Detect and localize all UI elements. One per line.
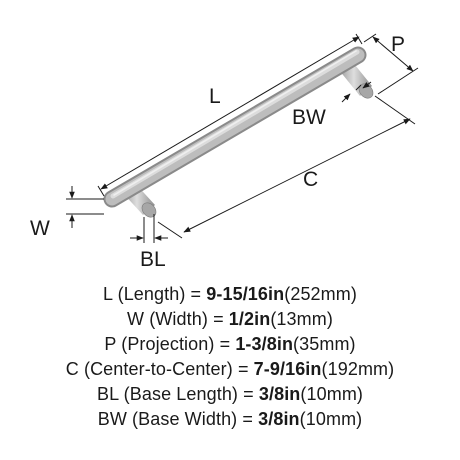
spec-equals: =	[190, 284, 202, 304]
length-label: L	[209, 85, 221, 108]
spec-imperial: 1/2in	[228, 309, 271, 329]
center-to-center-dimension	[157, 95, 416, 239]
spec-equals: =	[243, 384, 254, 404]
spec-equals: =	[237, 359, 249, 379]
base-width-label: BW	[292, 106, 326, 129]
spec-center-to-center: C (Center-to-Center) = 7-9/16in(192mm)	[0, 357, 460, 382]
spec-abbr: BL	[96, 384, 119, 404]
spec-base-length: BL (Base Length) = 3/8in(10mm)	[0, 382, 460, 407]
spec-projection: P (Projection) = 1-3/8in(35mm)	[0, 332, 460, 357]
spec-imperial: 7-9/16in	[253, 359, 322, 379]
spec-metric: (35mm)	[293, 334, 356, 354]
center-to-center-label: C	[303, 168, 318, 191]
spec-name: (Projection)	[121, 334, 215, 354]
spec-length: L (Length) = 9-15/16in(252mm)	[0, 282, 460, 307]
spec-width: W (Width) = 1/2in(13mm)	[0, 307, 460, 332]
spec-name: (Center-to-Center)	[83, 359, 233, 379]
spec-equals: =	[213, 309, 224, 329]
spec-imperial: 1-3/8in	[235, 334, 294, 354]
spec-metric: (10mm)	[300, 384, 364, 404]
spec-abbr: BW	[97, 409, 127, 429]
spec-abbr: W	[127, 309, 145, 329]
spec-base-width: BW (Base Width) = 3/8in(10mm)	[0, 407, 460, 432]
specifications-list: L (Length) = 9-15/16in(252mm) W (Width) …	[0, 282, 460, 432]
pull-handle-diagram: L P BW C W BL	[30, 33, 419, 271]
projection-label: P	[391, 33, 405, 56]
spec-equals: =	[242, 409, 254, 429]
spec-imperial: 3/8in	[258, 384, 301, 404]
length-dimension	[97, 33, 363, 197]
spec-metric: (10mm)	[299, 409, 363, 429]
spec-metric: (192mm)	[321, 359, 395, 379]
spec-metric: (13mm)	[270, 309, 333, 329]
spec-abbr: L	[103, 284, 113, 304]
spec-name: (Length)	[117, 284, 186, 304]
spec-imperial: 9-15/16in	[206, 284, 285, 304]
spec-metric: (252mm)	[284, 284, 357, 304]
spec-name: (Base Width)	[132, 409, 238, 429]
width-dimension	[66, 186, 104, 228]
spec-equals: =	[219, 334, 231, 354]
spec-abbr: C	[65, 359, 79, 379]
spec-name: (Base Length)	[123, 384, 239, 404]
base-length-label: BL	[140, 248, 166, 271]
projection-dimension	[363, 33, 419, 95]
spec-imperial: 3/8in	[258, 409, 300, 429]
width-label: W	[30, 217, 50, 240]
base-width-dimension	[341, 81, 372, 103]
base-length-dimension	[130, 214, 168, 243]
spec-name: (Width)	[149, 309, 208, 329]
spec-abbr: P	[104, 334, 117, 354]
